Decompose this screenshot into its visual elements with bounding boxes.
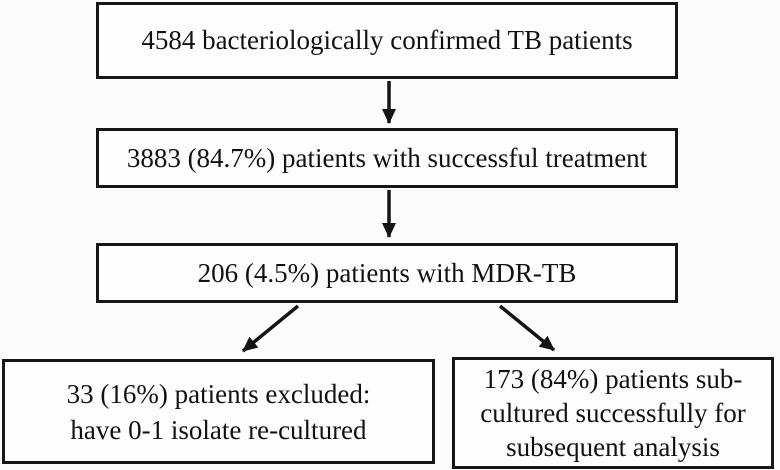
node-successful-treatment-label: 3883 (84.7%) patients with successful tr… <box>126 142 648 173</box>
node-excluded: 33 (16%) patients excluded: have 0-1 iso… <box>2 359 435 464</box>
node-subcultured-line-1: 173 (84%) patients sub- <box>483 364 743 394</box>
node-excluded-line-1: 33 (16%) patients excluded: <box>66 378 371 409</box>
node-subcultured-label: 173 (84%) patients sub- cultured success… <box>480 362 745 464</box>
node-excluded-label: 33 (16%) patients excluded: have 0-1 iso… <box>67 376 371 448</box>
node-excluded-line-2: have 0-1 isolate re-cultured <box>70 414 367 445</box>
node-mdr-tb: 206 (4.5%) patients with MDR-TB <box>96 243 678 303</box>
node-subcultured-line-3: subsequent analysis <box>506 432 720 462</box>
arrow-mdr-to-excluded <box>241 304 300 353</box>
node-confirmed-tb: 4584 bacteriologically confirmed TB pati… <box>96 2 678 79</box>
node-subcultured-line-2: cultured successfully for <box>480 398 746 428</box>
node-confirmed-tb-label: 4584 bacteriologically confirmed TB pati… <box>141 25 633 56</box>
node-subcultured: 173 (84%) patients sub- cultured success… <box>452 357 774 469</box>
node-successful-treatment: 3883 (84.7%) patients with successful tr… <box>96 128 678 188</box>
arrow-mdr-to-subcultured <box>498 304 556 352</box>
node-mdr-tb-label: 206 (4.5%) patients with MDR-TB <box>197 257 577 288</box>
